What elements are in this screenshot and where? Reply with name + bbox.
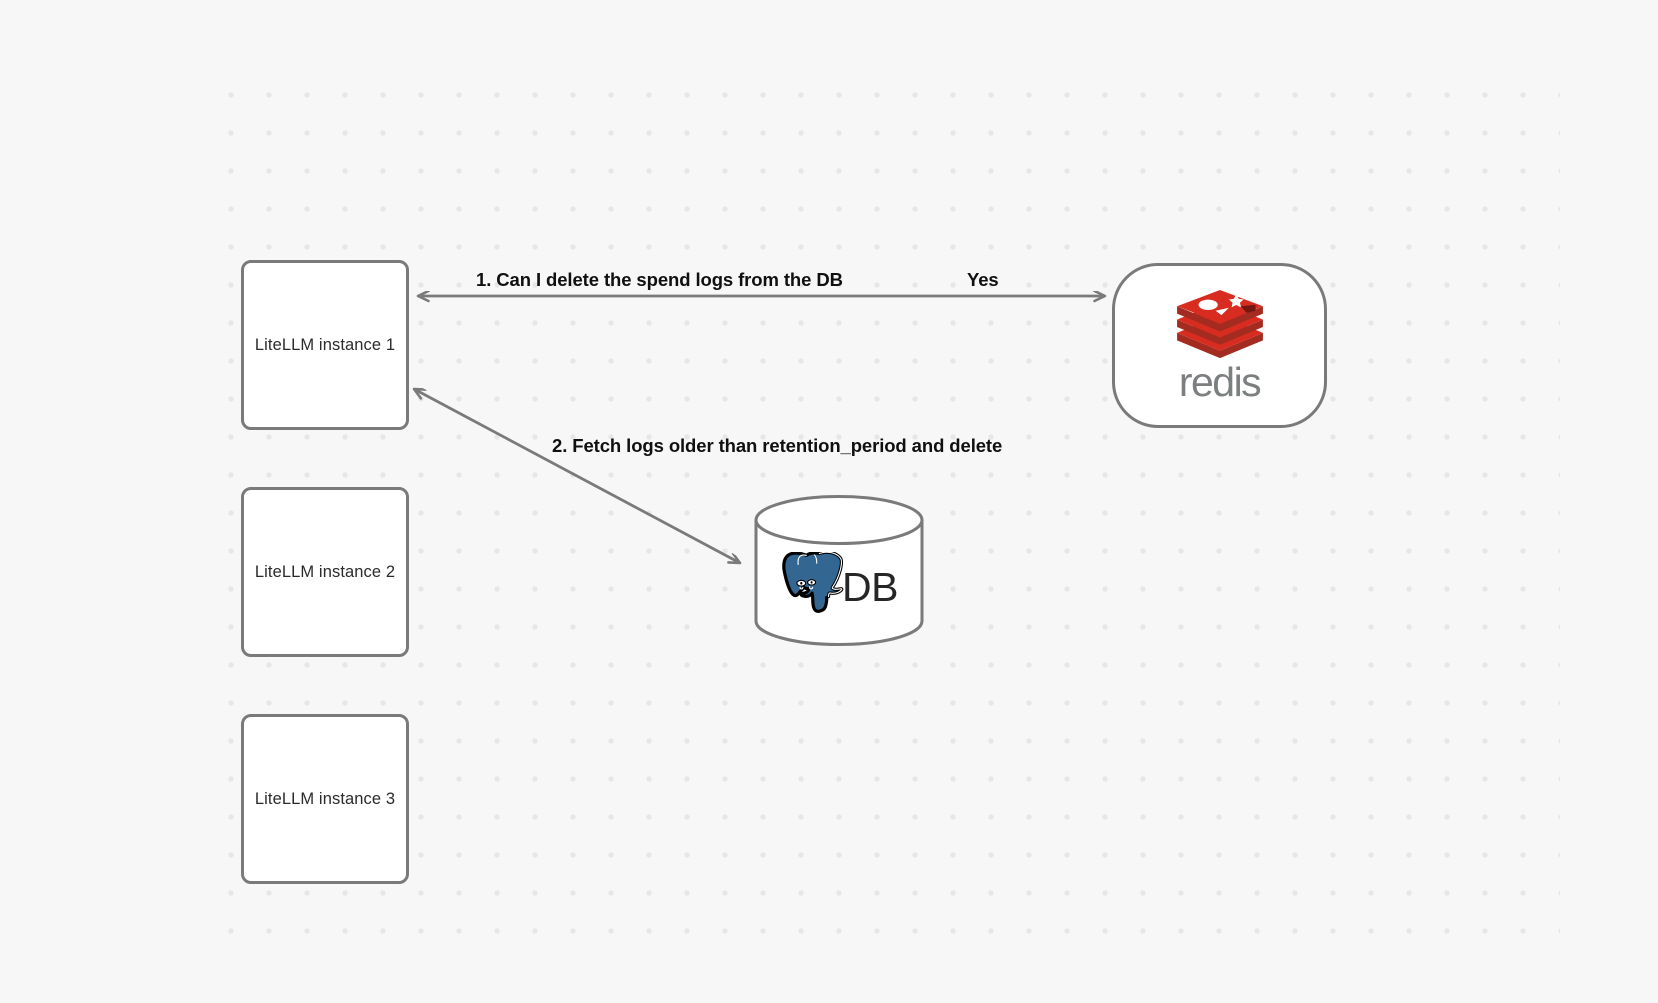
edge-litellm1-db bbox=[414, 389, 740, 563]
node-litellm-instance-1[interactable]: LiteLLM instance 1 bbox=[241, 260, 409, 430]
node-label: LiteLLM instance 2 bbox=[254, 562, 396, 581]
cylinder-shape bbox=[754, 495, 924, 647]
redis-logo-icon bbox=[1172, 290, 1268, 364]
db-label: DB bbox=[842, 564, 898, 610]
node-label: LiteLLM instance 1 bbox=[254, 335, 396, 354]
node-label: LiteLLM instance 3 bbox=[254, 789, 396, 808]
node-litellm-instance-2[interactable]: LiteLLM instance 2 bbox=[241, 487, 409, 657]
edge-label-step-2: 2. Fetch logs older than retention_perio… bbox=[552, 435, 1003, 456]
node-litellm-instance-3[interactable]: LiteLLM instance 3 bbox=[241, 714, 409, 884]
edge-label-step-1: 1. Can I delete the spend logs from the … bbox=[476, 269, 843, 290]
node-redis[interactable]: redis bbox=[1112, 263, 1327, 428]
edge-label-yes: Yes bbox=[967, 269, 999, 290]
node-postgres-db[interactable]: DB bbox=[753, 493, 925, 648]
redis-wordmark: redis bbox=[1178, 359, 1262, 405]
postgresql-elephant-icon bbox=[780, 550, 844, 623]
